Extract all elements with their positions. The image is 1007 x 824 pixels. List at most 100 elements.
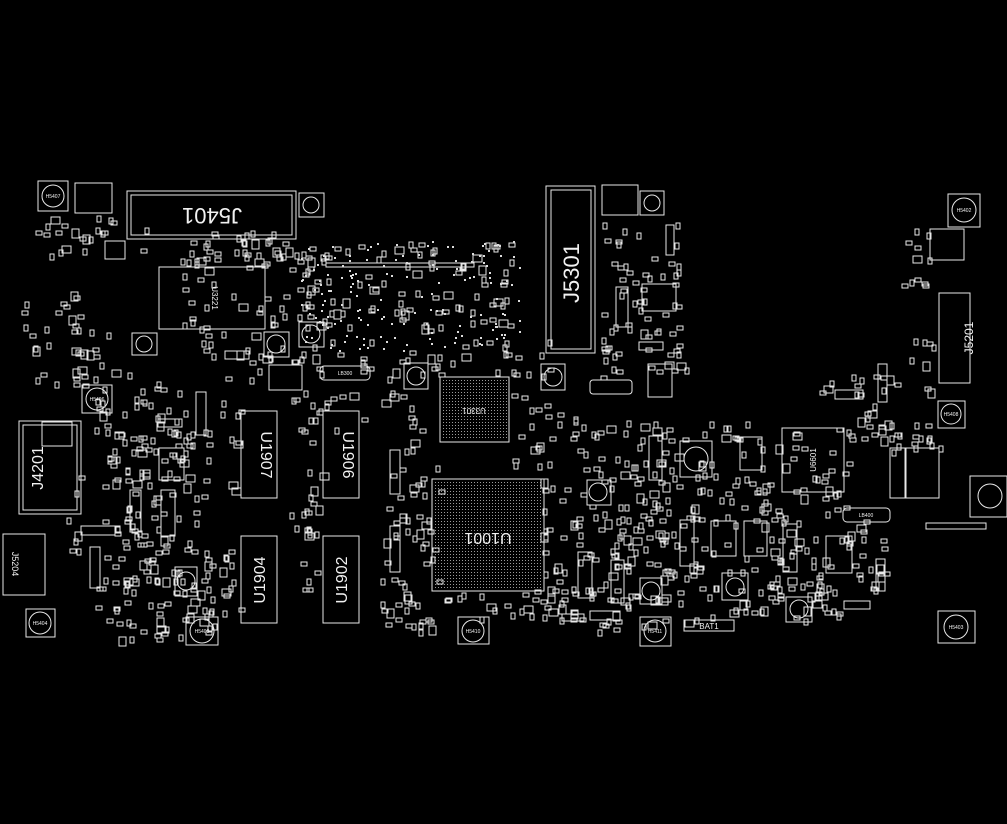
passive-component bbox=[749, 481, 757, 487]
passive-component bbox=[620, 471, 631, 480]
passive-component bbox=[225, 376, 233, 382]
passive-component bbox=[583, 451, 589, 459]
mounting-hole-h5411: H5411 bbox=[639, 616, 672, 647]
passive-component bbox=[422, 541, 430, 547]
passive-component bbox=[709, 421, 715, 429]
passive-component bbox=[543, 533, 549, 541]
passive-component bbox=[144, 558, 152, 564]
passive-component bbox=[751, 567, 759, 573]
passive-component bbox=[312, 344, 318, 352]
passive-component bbox=[297, 314, 303, 322]
passive-component bbox=[473, 339, 479, 347]
passive-component bbox=[549, 436, 557, 442]
passive-component bbox=[182, 617, 190, 623]
passive-component bbox=[114, 477, 122, 483]
passive-component bbox=[534, 589, 542, 595]
via bbox=[495, 323, 497, 325]
passive-component bbox=[806, 581, 814, 587]
passive-component bbox=[420, 544, 426, 552]
passive-component bbox=[315, 505, 324, 516]
passive-component bbox=[662, 312, 670, 318]
via bbox=[511, 284, 513, 286]
passive-component bbox=[616, 241, 622, 249]
passive-component bbox=[81, 374, 89, 380]
passive-component bbox=[637, 444, 643, 452]
passive-component bbox=[228, 549, 236, 555]
passive-component bbox=[325, 255, 333, 261]
passive-component bbox=[229, 562, 235, 570]
passive-component bbox=[175, 570, 181, 578]
passive-component bbox=[316, 366, 324, 372]
passive-component bbox=[542, 614, 548, 622]
passive-component bbox=[570, 436, 578, 442]
passive-component bbox=[123, 587, 129, 595]
passive-component bbox=[112, 580, 120, 586]
via bbox=[380, 336, 382, 338]
passive-component bbox=[831, 608, 837, 616]
passive-component bbox=[144, 227, 150, 235]
passive-component bbox=[561, 597, 569, 603]
passive-component bbox=[616, 369, 624, 375]
passive-component bbox=[405, 517, 411, 525]
via bbox=[350, 275, 352, 277]
passive-component bbox=[548, 608, 559, 617]
passive-component bbox=[116, 621, 124, 627]
label-j5204: J5204 bbox=[10, 552, 20, 577]
passive-component bbox=[183, 450, 189, 458]
passive-component bbox=[676, 484, 684, 490]
passive-component bbox=[399, 359, 407, 365]
via bbox=[495, 326, 497, 328]
via bbox=[327, 316, 329, 318]
passive-component bbox=[894, 382, 902, 388]
passive-component bbox=[827, 564, 835, 570]
passive-component bbox=[391, 577, 399, 583]
via bbox=[321, 293, 323, 295]
passive-component bbox=[94, 427, 100, 435]
passive-component bbox=[162, 577, 171, 588]
passive-component bbox=[436, 579, 444, 585]
passive-component bbox=[701, 546, 709, 552]
via bbox=[301, 280, 303, 282]
passive-component bbox=[207, 430, 213, 438]
passive-component bbox=[878, 425, 887, 436]
passive-component bbox=[775, 444, 784, 455]
passive-component bbox=[598, 527, 606, 533]
passive-component bbox=[134, 533, 140, 541]
via bbox=[484, 243, 486, 245]
via bbox=[308, 248, 310, 250]
passive-component bbox=[578, 532, 584, 540]
passive-component bbox=[400, 394, 408, 400]
passive-component bbox=[249, 377, 255, 385]
passive-component bbox=[203, 256, 211, 262]
passive-component bbox=[918, 435, 924, 443]
passive-component bbox=[242, 240, 248, 248]
via bbox=[313, 269, 315, 271]
passive-component bbox=[571, 586, 577, 594]
chip-u1907: U1907 bbox=[240, 410, 278, 499]
passive-component bbox=[817, 581, 823, 589]
passive-component bbox=[166, 407, 172, 415]
passive-component bbox=[182, 590, 188, 598]
passive-component bbox=[618, 504, 624, 512]
passive-component bbox=[697, 488, 703, 496]
label-j5301: J5301 bbox=[559, 243, 584, 303]
passive-component bbox=[257, 368, 263, 376]
passive-component bbox=[337, 352, 345, 358]
passive-component bbox=[638, 307, 644, 315]
passive-component bbox=[422, 492, 428, 500]
passive-component bbox=[46, 342, 52, 350]
passive-component bbox=[823, 385, 834, 394]
passive-component bbox=[308, 494, 314, 502]
passive-component bbox=[146, 576, 152, 584]
passive-component bbox=[384, 560, 392, 566]
passive-component bbox=[678, 600, 684, 608]
passive-component bbox=[427, 354, 436, 365]
passive-component bbox=[207, 625, 213, 633]
passive-component bbox=[35, 230, 43, 236]
passive-component bbox=[677, 590, 685, 596]
via bbox=[519, 331, 521, 333]
passive-component bbox=[347, 324, 353, 332]
passive-component bbox=[500, 302, 506, 310]
passive-component bbox=[792, 432, 803, 441]
